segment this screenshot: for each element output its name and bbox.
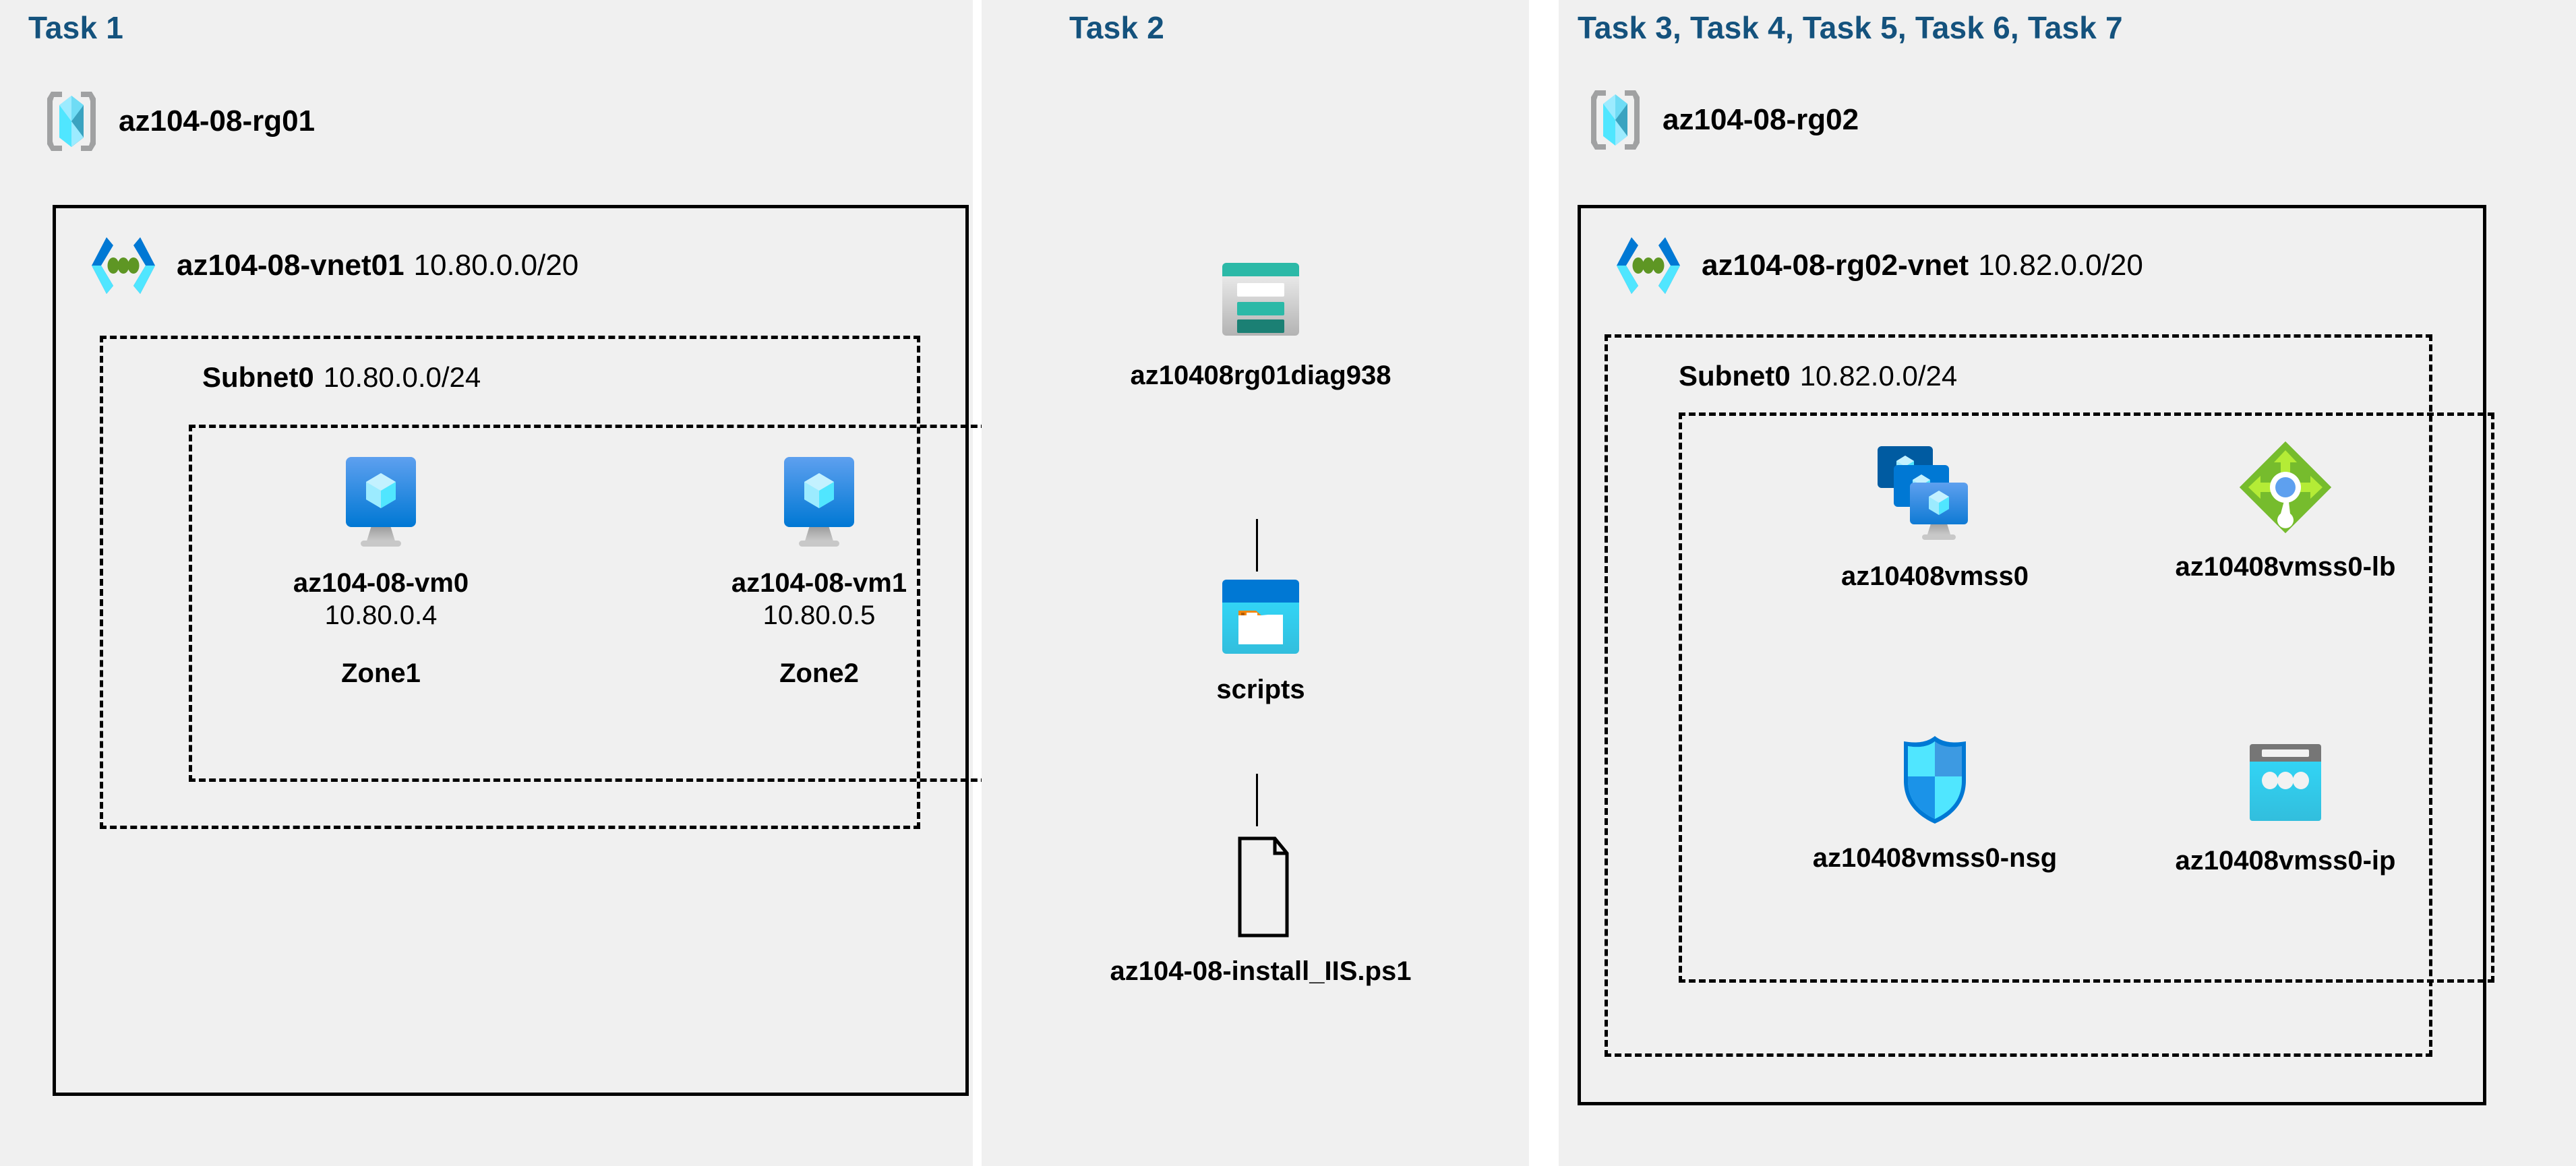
subnet-name: Subnet0 (202, 361, 314, 393)
vnet-name: az104-08-vnet01 (177, 249, 405, 282)
vm-node-1[interactable]: az104-08-vm1 10.80.0.5 Zone2 (721, 453, 917, 689)
vm-node-0[interactable]: az104-08-vm0 10.80.0.4 Zone1 (283, 453, 479, 689)
public-ip-address-icon (2238, 741, 2333, 830)
vm-zone-1: Zone2 (779, 658, 859, 689)
storage-account-node[interactable]: az10408rg01diag938 (1131, 257, 1391, 392)
vnet-header-az104-08-rg02-vnet: az104-08-rg02-vnet 10.82.0.0/20 (1611, 233, 2143, 298)
storage-account-icon (1217, 257, 1305, 345)
vm-zone-0: Zone1 (341, 658, 421, 689)
vnet-cidr: 10.82.0.0/20 (1978, 249, 2143, 282)
load-balancer-name: az10408vmss0-lb (2175, 552, 2396, 582)
subnet-box-task3 (1605, 334, 2432, 1057)
vm-name-1: az104-08-vm1 (731, 568, 907, 598)
task-3-title: Task 3, Task 4, Task 5, Task 6, Task 7 (1578, 10, 2123, 45)
resource-group-icon (1586, 86, 1645, 154)
resource-group-icon (42, 88, 101, 155)
script-file-name: az104-08-install_IIS.ps1 (1110, 956, 1412, 986)
resource-group-rg01: az104-08-rg01 (42, 88, 315, 155)
virtual-network-icon (1611, 233, 1685, 298)
subnet-cidr: 10.82.0.0/24 (1799, 360, 1958, 392)
virtual-machine-icon (336, 453, 425, 553)
connector-container-to-file (1256, 774, 1258, 826)
blob-container-name: scripts (1216, 675, 1305, 704)
vm-ip-0: 10.80.0.4 (324, 601, 438, 631)
vnet-label: az104-08-rg02-vnet 10.82.0.0/20 (1702, 249, 2143, 282)
subnet-cidr: 10.80.0.0/24 (323, 361, 481, 393)
nsg-node[interactable]: az10408vmss0-nsg (1787, 732, 2083, 874)
vmss-node[interactable]: az10408vmss0 (1793, 442, 2076, 592)
task-2-title: Task 2 (1069, 10, 1164, 45)
script-file-icon (1217, 833, 1305, 941)
resource-group-box-task3 (1679, 412, 2494, 983)
blob-container-node[interactable]: scripts (1146, 577, 1375, 706)
resource-group-label: az104-08-rg01 (119, 104, 316, 137)
vnet-box-az104-08-rg02-vnet (1578, 205, 2486, 1105)
load-balancer-node[interactable]: az10408vmss0-lb (2137, 438, 2434, 583)
subnet-box-task1 (100, 336, 920, 829)
subnet-name: Subnet0 (1679, 360, 1791, 392)
blob-container-icon (1220, 577, 1302, 659)
vnet-cidr: 10.80.0.0/20 (413, 249, 579, 282)
load-balancer-icon (2236, 438, 2335, 536)
virtual-network-icon (86, 233, 160, 298)
nsg-name: az10408vmss0-nsg (1812, 843, 2058, 873)
task-1-title: Task 1 (28, 10, 123, 45)
vm-ip-1: 10.80.0.5 (762, 601, 876, 631)
resource-group-label: az104-08-rg02 (1663, 103, 1859, 136)
public-ip-node[interactable]: az10408vmss0-ip (2144, 741, 2427, 877)
panel-task3 (1559, 0, 2576, 1166)
resource-group-rg02: az104-08-rg02 (1586, 86, 1859, 154)
vmss-name: az10408vmss0 (1840, 561, 2029, 591)
vnet-box-az104-08-vnet01 (53, 205, 969, 1096)
vnet-name: az104-08-rg02-vnet (1702, 249, 1969, 282)
public-ip-name: az10408vmss0-ip (2175, 846, 2396, 876)
network-security-group-icon (1894, 732, 1975, 828)
connector-storage-to-container (1256, 519, 1258, 572)
panel-task1 (0, 0, 973, 1166)
script-file-node[interactable]: az104-08-install_IIS.ps1 (1092, 833, 1429, 987)
storage-account-name: az10408rg01diag938 (1130, 361, 1391, 390)
vm-name-0: az104-08-vm0 (293, 568, 469, 598)
virtual-machine-icon (775, 453, 864, 553)
vm-scale-set-icon (1872, 442, 1998, 546)
subnet-label-task1: Subnet0 10.80.0.0/24 (202, 361, 481, 394)
